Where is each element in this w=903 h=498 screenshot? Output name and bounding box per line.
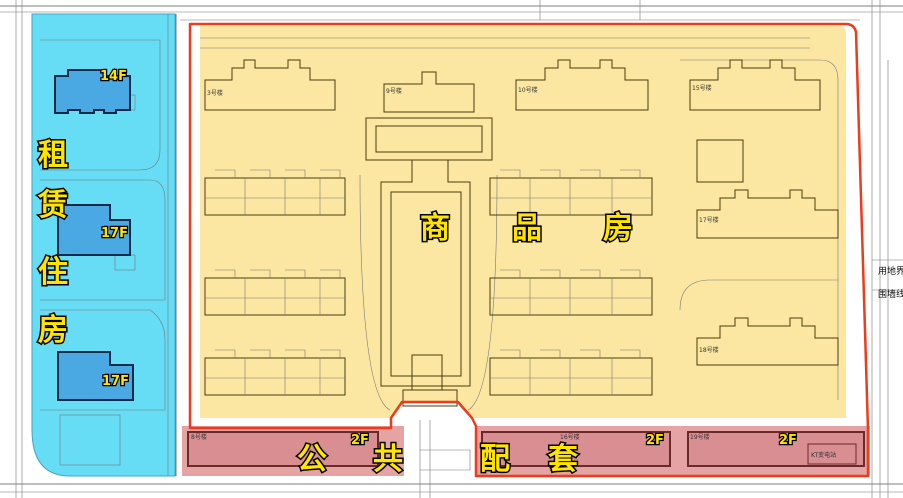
rental-building-3-floors: 17F xyxy=(102,374,129,389)
row-block-right-1 xyxy=(489,169,653,216)
east-square-building xyxy=(696,139,744,183)
row-block-left-2 xyxy=(204,269,346,316)
rental-label-char-3: 住 xyxy=(38,255,68,290)
building-3-number: 3号楼 xyxy=(207,89,223,97)
substation xyxy=(807,443,857,465)
building-9: 9号楼 xyxy=(383,71,475,113)
building-17: 17号楼 xyxy=(696,189,839,239)
building-10-number: 10号楼 xyxy=(518,86,538,94)
property-boundary xyxy=(188,22,870,478)
building-18: 18号楼 xyxy=(696,317,839,366)
rental-label-char-1: 租 xyxy=(38,138,68,173)
building-18-number: 18号楼 xyxy=(699,346,719,354)
row-block-right-2 xyxy=(489,269,653,316)
commercial-label-char-2: 品 xyxy=(512,211,542,246)
public-building-2 xyxy=(481,431,671,467)
rental-building-1-floors: 14F xyxy=(100,69,127,84)
public-label-char-4: 套 xyxy=(548,442,578,477)
building-15: 15号楼 xyxy=(689,59,821,111)
row-block-right-3 xyxy=(489,349,653,396)
substation-label: KT变电站 xyxy=(811,451,836,459)
building-15-number: 15号楼 xyxy=(692,84,712,92)
edge-note-site-line: 用地界线 xyxy=(878,265,903,277)
commercial-zone: 3号楼 9号楼 10号楼 15号楼 xyxy=(200,26,846,418)
rental-label-char-2: 赁 xyxy=(37,188,68,223)
public-label-char-2: 共 xyxy=(373,442,403,477)
row-block-left-1 xyxy=(204,169,346,216)
public-label-char-3: 配 xyxy=(480,442,510,477)
commercial-label-char-1: 商 xyxy=(420,211,450,246)
rental-building-1: 14F xyxy=(54,68,131,114)
public-building-3-floors: 2F xyxy=(779,433,797,448)
public-building-1-floors: 2F xyxy=(351,433,369,448)
public-building-2-floors: 2F xyxy=(646,433,664,448)
building-10: 10号楼 xyxy=(515,59,649,111)
public-building-3-number: 19号楼 xyxy=(690,433,710,441)
public-building-2-number: 16号楼 xyxy=(560,433,580,441)
rental-building-2-floors: 17F xyxy=(101,226,128,241)
building-9-number: 9号楼 xyxy=(386,87,402,95)
rental-zone: 14F 17F 17F 租 赁 住 房 xyxy=(31,13,177,477)
commercial-label-char-3: 房 xyxy=(603,211,633,246)
rental-building-3: 17F xyxy=(57,351,134,401)
rental-building-2: 17F xyxy=(57,204,131,256)
central-axis xyxy=(359,117,498,411)
building-3: 3号楼 xyxy=(204,59,336,111)
public-building-1 xyxy=(187,431,379,467)
public-label-char-1: 公 xyxy=(297,442,327,477)
row-block-left-3 xyxy=(204,349,346,396)
public-building-3 xyxy=(687,431,865,467)
edge-note-wall-line: 围墙线 xyxy=(878,288,903,300)
public-zone: 8号楼 2F 16号楼 2F 19号楼 2F KT变电站 公 共 配 套 xyxy=(182,426,870,479)
commercial-zone-area xyxy=(200,26,846,418)
rental-label-char-4: 房 xyxy=(38,313,68,348)
public-building-1-number: 8号楼 xyxy=(191,433,207,441)
building-17-number: 17号楼 xyxy=(699,216,719,224)
